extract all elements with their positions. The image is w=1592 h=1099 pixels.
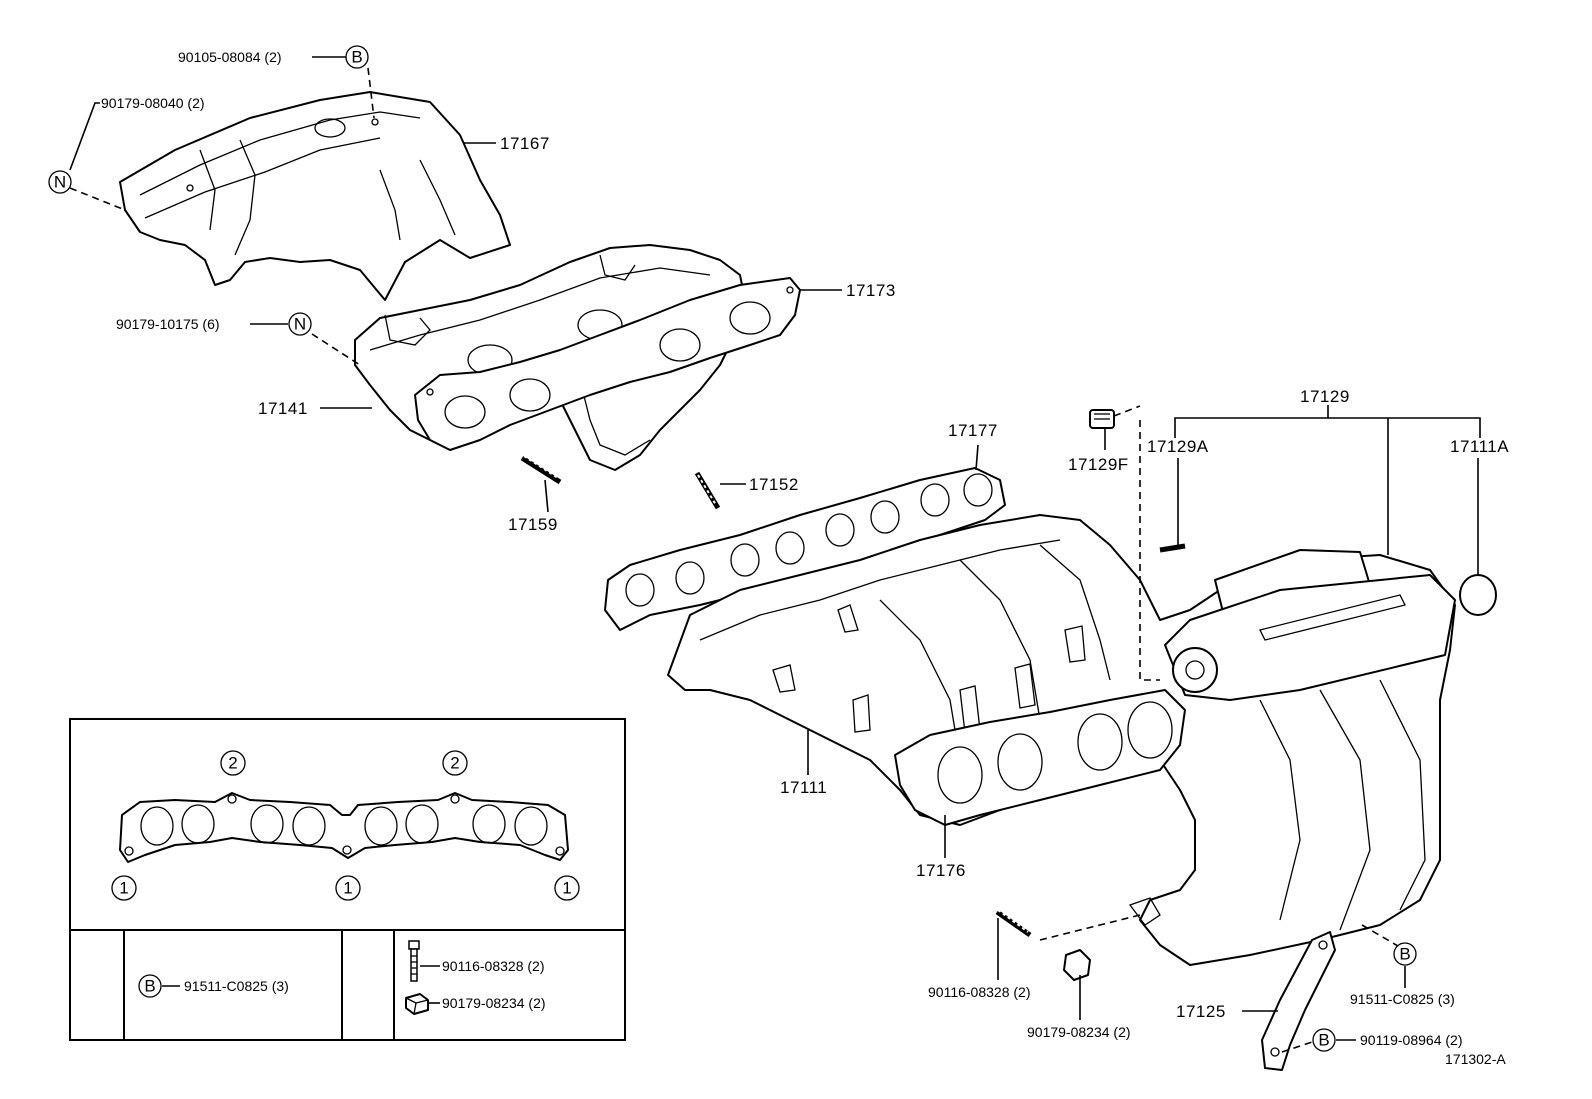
svg-text:N: N <box>294 315 306 334</box>
bracket-17125 <box>1261 931 1336 1071</box>
inset-legend-box: 2 2 1 1 1 B 91511-C0825 (3) <box>69 718 626 1041</box>
svg-text:N: N <box>54 173 66 192</box>
marker-n-mid: N <box>288 312 312 336</box>
svg-text:1: 1 <box>343 879 352 898</box>
svg-text:B: B <box>1399 945 1410 964</box>
inset-bolt-icon <box>408 940 420 982</box>
inset-label-90116: 90116-08328 (2) <box>442 958 544 974</box>
inset-b-marker: B <box>138 974 162 998</box>
label-90105: 90105-08084 (2) <box>178 49 282 65</box>
heat-insulator <box>119 91 511 301</box>
svg-text:1: 1 <box>119 879 128 898</box>
label-17111A: 17111A <box>1450 437 1509 456</box>
inset-nut-icon <box>405 993 429 1015</box>
label-17129: 17129 <box>1300 387 1350 406</box>
inset-marker-1-mid: 1 <box>335 875 361 901</box>
drawing-number: 171302-A <box>1445 1051 1506 1067</box>
exhaust-gasket <box>414 277 801 451</box>
label-17129A: 17129A <box>1147 437 1209 456</box>
label-17167: 17167 <box>500 134 550 153</box>
label-17111: 17111 <box>780 778 827 797</box>
nut-90179 <box>1063 949 1091 981</box>
label-90116-bottom: 90116-08328 (2) <box>928 984 1030 1000</box>
label-17152: 17152 <box>749 475 799 494</box>
inset-marker-1-left: 1 <box>111 875 137 901</box>
stud-17159 <box>520 455 562 485</box>
label-90179-10175: 90179-10175 (6) <box>116 316 220 332</box>
inset-marker-1-right: 1 <box>554 875 580 901</box>
label-17176: 17176 <box>916 861 966 880</box>
inset-label-90179: 90179-08234 (2) <box>442 995 546 1011</box>
label-17159: 17159 <box>508 515 558 534</box>
inset-label-91511: 91511-C0825 (3) <box>184 978 289 994</box>
svg-text:B: B <box>1318 1031 1329 1050</box>
svg-text:B: B <box>144 977 155 996</box>
plug-17129F <box>1089 409 1115 429</box>
marker-n-top: N <box>48 170 72 194</box>
label-91511-right: 91511-C0825 (3) <box>1350 991 1455 1007</box>
inset-gasket <box>119 792 569 863</box>
intake-gasket-lower <box>894 689 1186 826</box>
label-17125: 17125 <box>1176 1002 1226 1021</box>
label-90179-08040: 90179-08040 (2) <box>101 95 205 111</box>
svg-text:B: B <box>351 48 362 67</box>
marker-b-top: B <box>345 45 369 69</box>
marker-b-bottom: B <box>1312 1028 1336 1052</box>
inset-marker-2-right: 2 <box>442 750 468 776</box>
svg-text:2: 2 <box>228 754 237 773</box>
label-17129F: 17129F <box>1068 455 1129 474</box>
label-17177: 17177 <box>948 421 998 440</box>
label-17141: 17141 <box>258 399 308 418</box>
label-90179-08234-bottom: 90179-08234 (2) <box>1027 1024 1131 1040</box>
stud-17152 <box>694 471 721 510</box>
stud-90116 <box>995 909 1032 938</box>
marker-b-right: B <box>1393 942 1417 966</box>
svg-text:2: 2 <box>450 754 459 773</box>
plug-17111A <box>1459 574 1497 616</box>
leader-lines <box>69 56 1481 1053</box>
label-90119: 90119-08964 (2) <box>1360 1032 1462 1048</box>
intake-gasket-upper <box>604 467 1006 631</box>
svg-text:1: 1 <box>562 879 571 898</box>
pin-17129A <box>1159 543 1186 553</box>
label-17173: 17173 <box>846 281 896 300</box>
inset-marker-2-left: 2 <box>220 750 246 776</box>
